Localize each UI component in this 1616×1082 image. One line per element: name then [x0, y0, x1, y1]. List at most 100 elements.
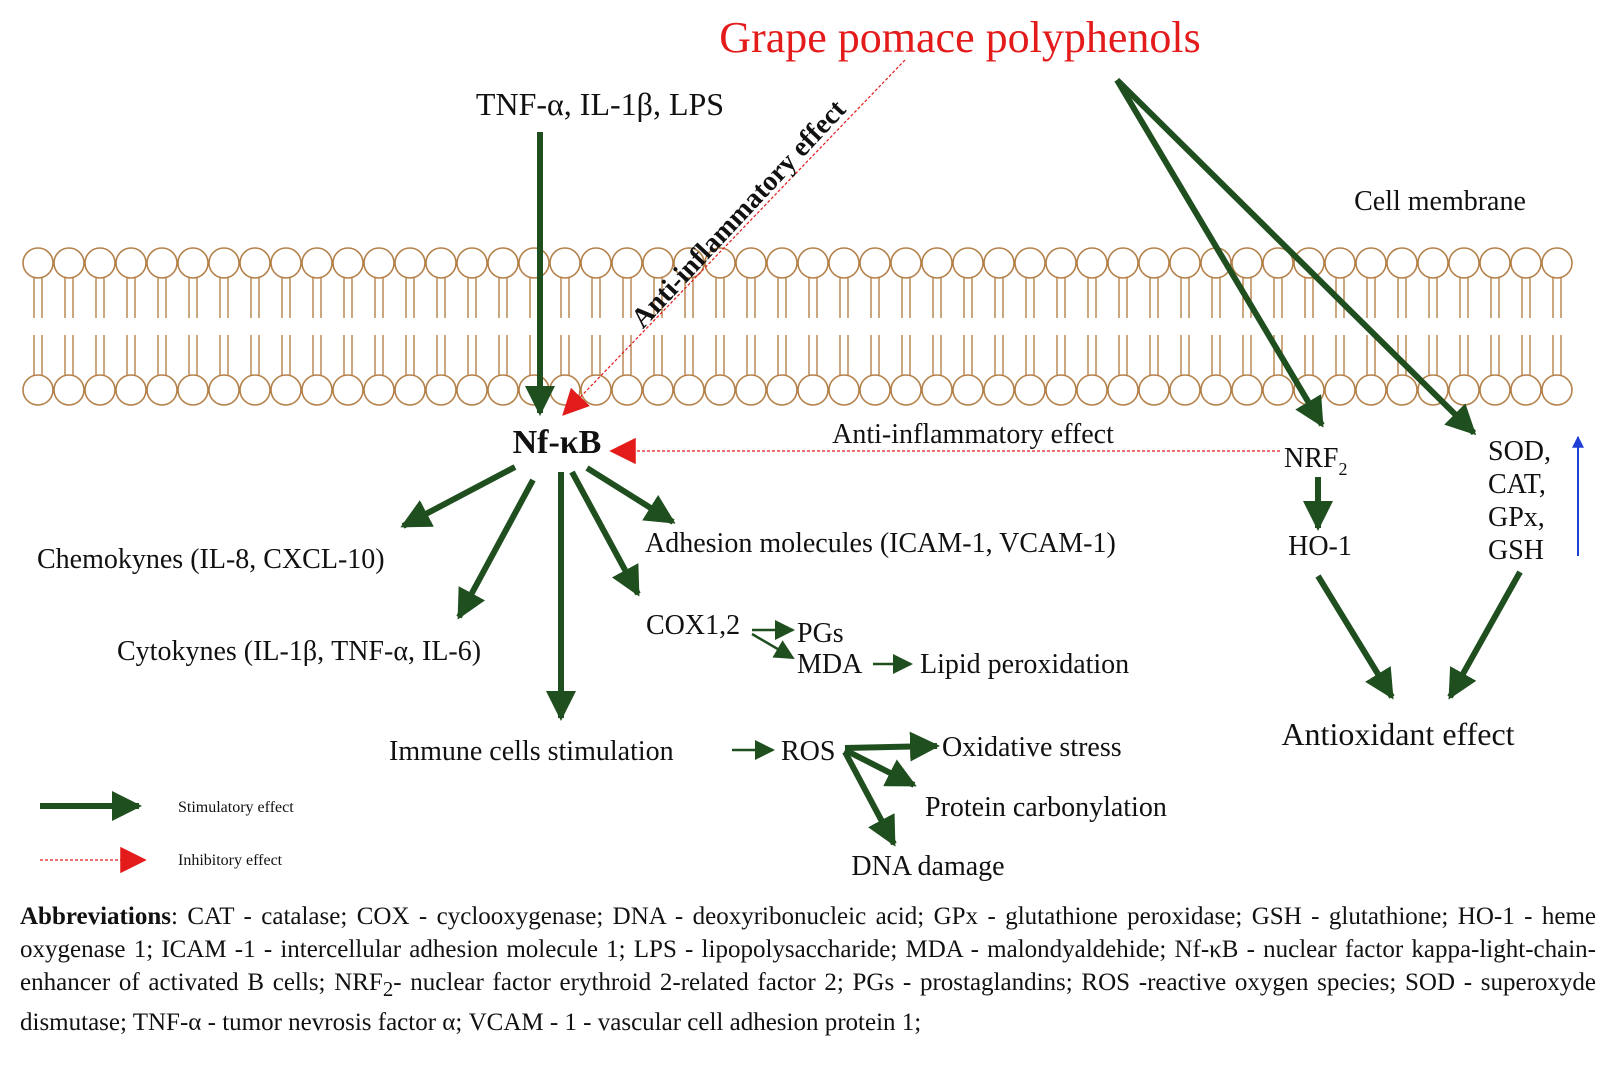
lipid-head [239, 247, 271, 279]
lipid-head [1169, 247, 1201, 279]
lipid-head [425, 247, 457, 279]
lipid-head [1479, 374, 1511, 406]
lipid-head [239, 374, 271, 406]
chemokynes-label: Chemokynes (IL-8, CXCL-10) [37, 544, 385, 575]
enzyme-sod: SOD, [1488, 436, 1551, 467]
lipid-head [859, 247, 891, 279]
arrow-ros-to-dna [842, 750, 897, 847]
lipid-head [921, 247, 953, 279]
arrow-nfkb-to-cytokynes [456, 478, 536, 620]
lipid-head [735, 374, 767, 406]
lipid-head [53, 247, 85, 279]
lipid-head [487, 374, 519, 406]
stimulatory-arrows [400, 77, 1523, 847]
lipid-head [1014, 247, 1046, 279]
lipid-head [549, 247, 581, 279]
lipid-head [766, 247, 798, 279]
lipid-head [1169, 374, 1201, 406]
oxidative-stress-label: Oxidative stress [942, 732, 1122, 763]
lipid-head [518, 374, 550, 406]
lipid-head [177, 374, 209, 406]
inducers-label: TNF-α, IL-1β, LPS [476, 86, 724, 122]
lipid-head [1541, 374, 1573, 406]
lipid-head [177, 247, 209, 279]
ros-label: ROS [781, 736, 835, 767]
antioxidant-effect-label: Antioxidant effect [1281, 716, 1514, 752]
lipid-head [1107, 374, 1139, 406]
lipid-head [952, 247, 984, 279]
arrow-nfkb-to-chemokynes [400, 464, 517, 529]
lipid-head [1324, 374, 1356, 406]
arrow-ros-to-protein [843, 747, 917, 788]
lipid-head [270, 374, 302, 406]
lipid-head [642, 374, 674, 406]
legend: Stimulatory effect Inhibitory effect [40, 791, 294, 874]
abbreviations-nrf-subscript: 2 [382, 977, 394, 1001]
arrow-ho1-to-antioxidant [1315, 574, 1395, 700]
lipid-head [456, 374, 488, 406]
cell-membrane-bilayer [22, 247, 1573, 406]
immune-stimulation-label: Immune cells stimulation [389, 736, 674, 767]
lipid-head [1262, 247, 1294, 279]
lipid-head [53, 374, 85, 406]
lipid-head [301, 374, 333, 406]
lipid-head [146, 374, 178, 406]
lipid-head [859, 374, 891, 406]
lipid-head [1541, 247, 1573, 279]
lipid-head [642, 247, 674, 279]
ho1-label: HO-1 [1288, 531, 1352, 562]
lipid-head [1107, 247, 1139, 279]
lipid-head [115, 374, 147, 406]
arrow-polyphenols-to-enzymes [1114, 77, 1477, 436]
lipid-head [1138, 374, 1170, 406]
lipid-peroxidation-label: Lipid peroxidation [920, 649, 1129, 680]
lipid-head [673, 247, 705, 279]
lipid-head [1355, 374, 1387, 406]
lipid-head [766, 374, 798, 406]
lipid-head [952, 374, 984, 406]
lipid-head [363, 247, 395, 279]
lipid-head [797, 247, 829, 279]
lipid-head [611, 374, 643, 406]
lipid-head [580, 247, 612, 279]
lipid-head [828, 374, 860, 406]
lipid-head [394, 247, 426, 279]
cell-membrane-label: Cell membrane [1354, 186, 1526, 217]
lipid-head [1076, 374, 1108, 406]
protein-carbonylation-label: Protein carbonylation [925, 792, 1167, 823]
lipid-head [425, 374, 457, 406]
cytokynes-label: Cytokynes (IL-1β, TNF-α, IL-6) [117, 636, 481, 667]
abbreviations-paragraph: Abbreviations: CAT - catalase; COX - cyc… [20, 900, 1596, 1039]
lipid-head [301, 247, 333, 279]
lipid-head [1448, 374, 1480, 406]
nfkb-label: Nf-κB [513, 424, 602, 461]
lipid-head [1386, 374, 1418, 406]
lipid-head [1014, 374, 1046, 406]
enzyme-gpx: GPx, [1488, 502, 1545, 533]
lipid-head [1138, 247, 1170, 279]
lipid-head [84, 247, 116, 279]
arrow-nfkb-to-cox [569, 470, 641, 597]
lipid-head [611, 247, 643, 279]
arrow-ros-to-oxidative [844, 731, 940, 762]
lipid-head [1510, 247, 1542, 279]
arrow-polyphenols-to-nrf2 [1114, 78, 1325, 428]
anti-inflammatory-horizontal-label: Anti-inflammatory effect [832, 419, 1114, 450]
lipid-head [1324, 247, 1356, 279]
arrow-nfkb-to-adhesion [585, 465, 676, 525]
lipid-head [704, 247, 736, 279]
lipid-head [1510, 374, 1542, 406]
lipid-head [580, 374, 612, 406]
enzyme-cat: CAT, [1488, 469, 1546, 500]
lipid-head [1231, 247, 1263, 279]
abbreviations-heading: Abbreviations [20, 903, 171, 930]
lipid-head [208, 247, 240, 279]
inhibitory-arrows [562, 59, 1280, 465]
lipid-head [983, 374, 1015, 406]
lipid-head [1076, 247, 1108, 279]
cox-label: COX1,2 [646, 610, 740, 641]
abbreviations-text: : CAT - catalase; COX - cyclooxygenase; … [20, 903, 1596, 996]
lipid-head [332, 374, 364, 406]
lipid-head [890, 374, 922, 406]
nrf2-label: NRF2 [1284, 443, 1347, 479]
